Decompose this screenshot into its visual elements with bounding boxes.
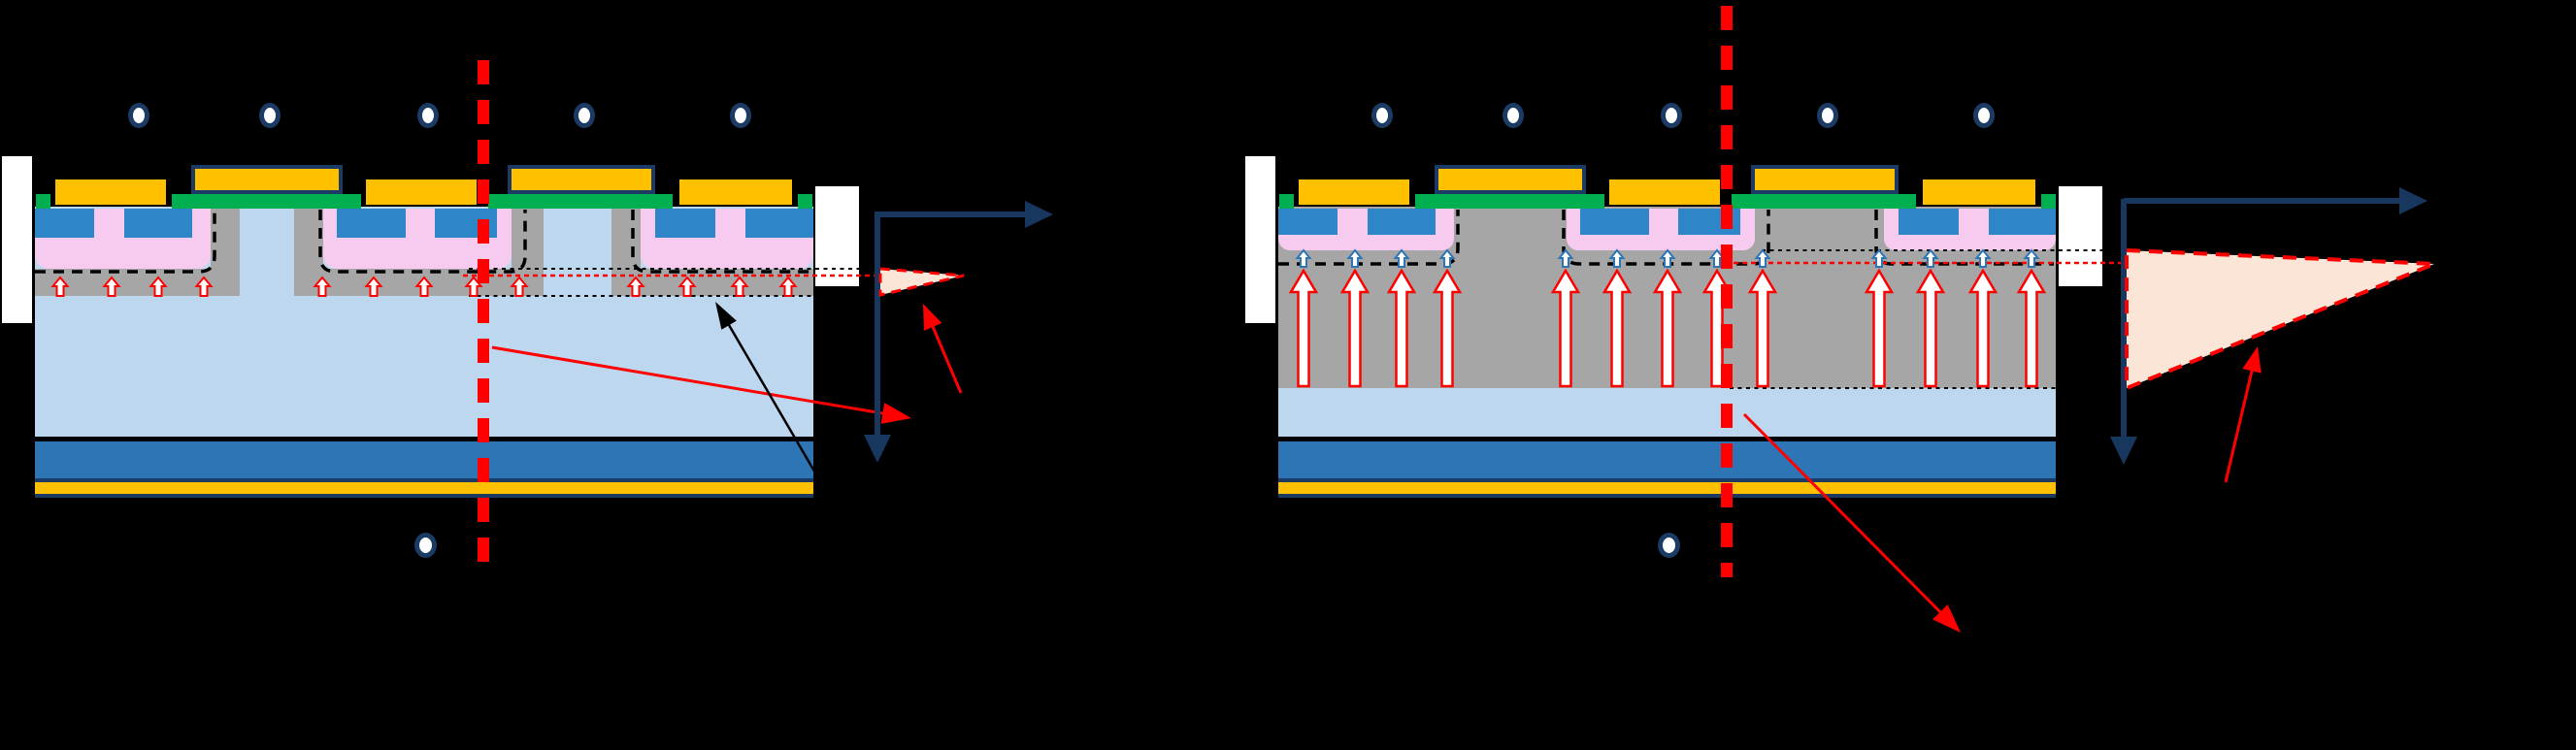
gate-poly bbox=[488, 194, 673, 209]
gate-poly bbox=[172, 194, 361, 209]
efield-plot-field-axis-head bbox=[1025, 201, 1053, 228]
source-contact-dot bbox=[417, 103, 439, 128]
n-source-region bbox=[1678, 209, 1740, 235]
n-substrate-region bbox=[35, 441, 813, 478]
source-metal-pad bbox=[364, 178, 479, 207]
n-substrate-region bbox=[1278, 441, 2056, 478]
source-contact-dot bbox=[1661, 103, 1682, 128]
gate-poly bbox=[1732, 194, 1916, 209]
efield-annotation-arrow-head bbox=[923, 304, 942, 331]
source-contact-dot bbox=[730, 103, 751, 128]
efield-profile-triangle bbox=[878, 267, 965, 297]
n-source-region bbox=[337, 209, 406, 238]
efield-annotation-arrow-line bbox=[930, 322, 963, 394]
n-source-region bbox=[35, 209, 94, 238]
drain-bottom-outline bbox=[35, 494, 813, 498]
gate-poly bbox=[798, 194, 812, 209]
label-box bbox=[1243, 154, 1277, 325]
gate-poly bbox=[2041, 194, 2056, 209]
epi-substrate-separator bbox=[1278, 437, 2056, 441]
annotation-arrow-head bbox=[880, 403, 911, 424]
n-source-region bbox=[124, 209, 192, 238]
n-source-region bbox=[1989, 209, 2056, 235]
source-contact-dot bbox=[259, 103, 281, 128]
jfet-neck-region bbox=[544, 208, 611, 298]
source-contact-dot bbox=[1371, 103, 1393, 128]
substrate-drain-outline bbox=[1278, 478, 2056, 482]
drain-contact-dot bbox=[1657, 533, 1680, 558]
efield-plot-depth-axis-head bbox=[864, 435, 891, 463]
label-box bbox=[0, 154, 34, 325]
efield-annotation-arrow-head bbox=[2242, 346, 2262, 374]
depletion-region-strip bbox=[611, 207, 641, 296]
annotation-arrow-head bbox=[1253, 384, 1278, 410]
source-contact-dot bbox=[1817, 103, 1838, 128]
n-source-region bbox=[1899, 209, 1959, 235]
source-metal-pad bbox=[1297, 178, 1411, 207]
gate-metal-pad bbox=[508, 165, 655, 194]
source-metal-pad bbox=[1921, 178, 2037, 207]
epi-substrate-separator bbox=[35, 437, 813, 441]
efield-plot-field-axis-head bbox=[2399, 187, 2427, 214]
drain-bottom-outline bbox=[1278, 494, 2056, 498]
n-source-region bbox=[435, 209, 497, 238]
source-contact-dot bbox=[574, 103, 595, 128]
n-source-region bbox=[655, 209, 715, 238]
efield-profile-triangle bbox=[2125, 247, 2435, 391]
gate-poly bbox=[36, 194, 50, 209]
n-source-region bbox=[1278, 209, 1338, 235]
source-metal-pad bbox=[53, 178, 168, 207]
depletion-region-band bbox=[35, 269, 813, 296]
source-contact-dot bbox=[128, 103, 149, 128]
label-box bbox=[2057, 184, 2104, 288]
source-metal-pad bbox=[1607, 178, 1722, 207]
source-contact-dot bbox=[1503, 103, 1524, 128]
n-source-region bbox=[745, 209, 813, 238]
depletion-region-strip bbox=[512, 207, 544, 296]
annotation-arrow-line bbox=[1209, 400, 1264, 455]
source-metal-pad bbox=[677, 178, 794, 207]
drain-metal bbox=[35, 482, 813, 494]
gate-poly bbox=[1279, 194, 1294, 209]
gate-metal-pad bbox=[1435, 165, 1586, 194]
gate-metal-pad bbox=[1751, 165, 1899, 194]
annotation-arrow-head bbox=[1932, 603, 1961, 633]
depletion-region-strip bbox=[211, 207, 240, 296]
label-box bbox=[813, 184, 861, 288]
depletion-region-strip bbox=[294, 207, 323, 296]
efield-plot-depth-axis-head bbox=[2110, 437, 2137, 465]
efield-annotation-arrow-line bbox=[2224, 367, 2255, 483]
substrate-drain-outline bbox=[35, 478, 813, 482]
gate-poly bbox=[1415, 194, 1604, 209]
gate-metal-pad bbox=[191, 165, 343, 194]
n-source-region bbox=[1368, 209, 1436, 235]
drain-metal bbox=[1278, 482, 2056, 494]
source-contact-dot bbox=[1973, 103, 1995, 128]
n-source-region bbox=[1580, 209, 1649, 235]
drain-contact-dot bbox=[413, 533, 437, 558]
jfet-neck-region bbox=[240, 208, 294, 298]
